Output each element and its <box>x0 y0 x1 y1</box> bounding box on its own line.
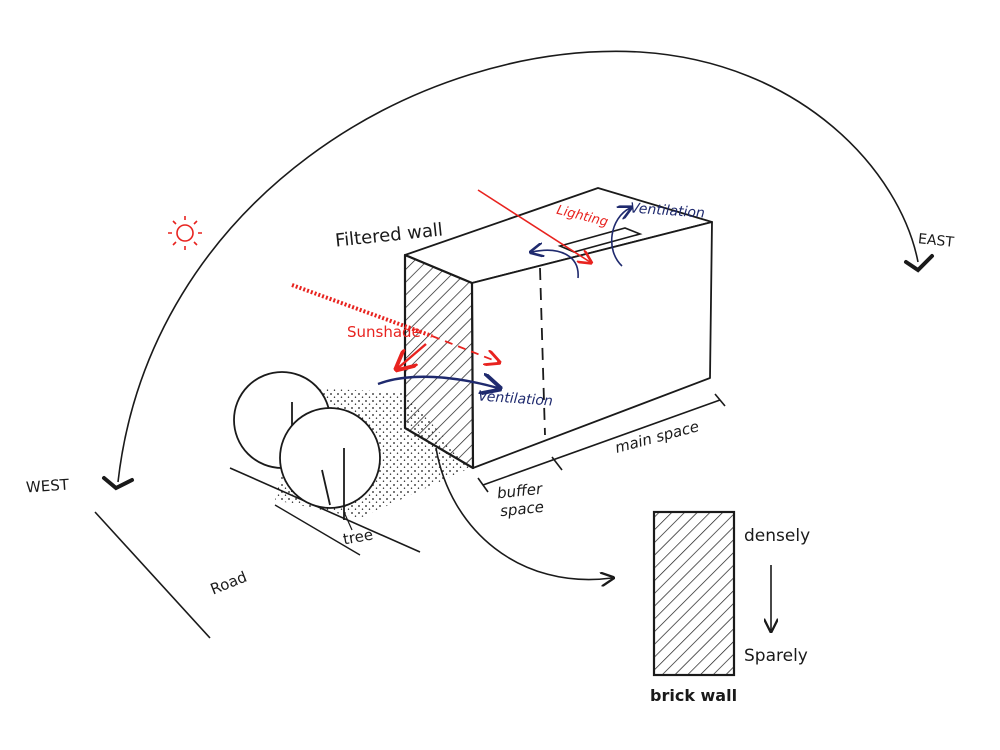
brick-wall-detail <box>652 510 736 677</box>
buffer-space-label-line2: space <box>499 497 545 521</box>
skylight-opening <box>557 227 643 253</box>
sparely-label: Sparely <box>744 646 808 666</box>
direction-marker-icon <box>904 254 934 273</box>
lighting-ray <box>477 189 590 262</box>
brick-wall-label: brick wall <box>650 686 738 705</box>
direction-marker-icon <box>102 476 134 491</box>
sun-icon <box>168 216 202 250</box>
tree-symbol <box>233 371 381 520</box>
dimension-lines <box>477 393 726 493</box>
east-label: EAST <box>917 231 955 251</box>
ventilation-arrow-roof-left <box>532 250 579 279</box>
ventilation-arrow-side <box>377 377 498 388</box>
road-edge <box>94 511 211 639</box>
road-edge <box>274 504 361 556</box>
tree-leader <box>343 511 353 531</box>
detail-callout-arrow <box>435 447 612 580</box>
sunshade-rays <box>291 283 498 368</box>
buffer-partition <box>539 267 546 436</box>
sunshade-label: Sunshade <box>347 323 421 341</box>
densely-label: densely <box>744 526 811 546</box>
ventilation-arrow-roof-right <box>610 208 630 267</box>
sun-path-arc <box>117 50 919 483</box>
west-label: WEST <box>25 475 70 497</box>
